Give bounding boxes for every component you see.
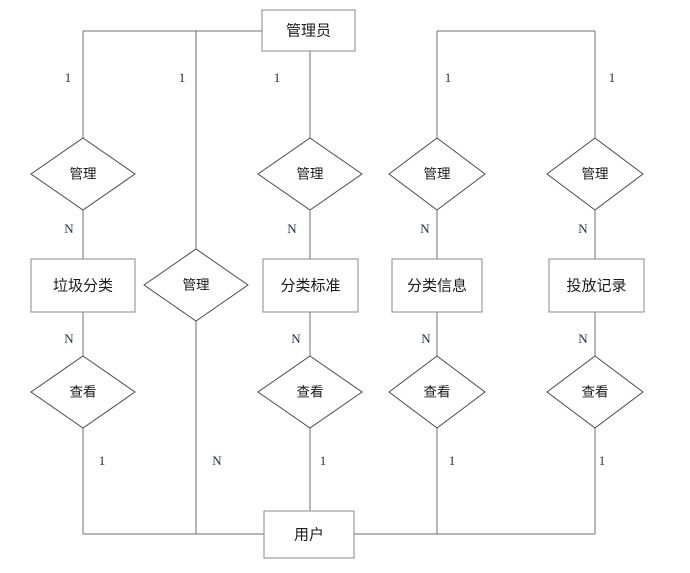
relationship-label: 查看: [424, 385, 451, 400]
relationship-diamond[interactable]: [30, 355, 136, 429]
cardinality-label: 1: [599, 453, 606, 468]
cardinality-label: N: [212, 453, 222, 468]
cardinality-label: 1: [445, 70, 452, 85]
cardinality-label: 1: [320, 453, 327, 468]
edges-layer: [82, 30, 596, 535]
entity-box[interactable]: [262, 258, 359, 313]
relationship-label: 查看: [582, 385, 609, 400]
cardinality-label: 1: [99, 453, 106, 468]
relationships-layer: 管理管理管理管理管理查看查看查看查看: [30, 137, 644, 429]
relationship-diamond[interactable]: [143, 248, 249, 322]
entity-sort_info[interactable]: 分类信息: [391, 258, 483, 313]
relationship-label: 管理: [582, 167, 610, 182]
relationship-label: 查看: [70, 385, 97, 400]
entity-box[interactable]: [30, 258, 136, 313]
entity-user[interactable]: 用户: [263, 510, 355, 559]
cardinality-label: 1: [274, 70, 281, 85]
relationship-label: 管理: [297, 167, 324, 182]
cardinality-label: 1: [609, 70, 616, 85]
entity-label: 投放记录: [566, 277, 626, 294]
relationship-view-5[interactable]: 查看: [546, 355, 644, 429]
relationship-diamond[interactable]: [388, 355, 486, 429]
relationship-diamond[interactable]: [546, 355, 644, 429]
entity-box[interactable]: [261, 9, 356, 52]
relationship-manage-2[interactable]: 管理: [143, 248, 249, 322]
relationship-diamond[interactable]: [546, 137, 644, 211]
entity-box[interactable]: [391, 258, 483, 313]
relationship-view-3[interactable]: 查看: [257, 355, 363, 429]
relationship-label: 管理: [424, 167, 451, 182]
relationship-view-4[interactable]: 查看: [388, 355, 486, 429]
cardinality-label: N: [287, 221, 297, 236]
relationship-manage-1[interactable]: 管理: [30, 137, 136, 211]
entity-box[interactable]: [548, 258, 645, 313]
entity-label: 用户: [294, 526, 324, 543]
cardinality-label: N: [578, 221, 588, 236]
relationship-view-1[interactable]: 查看: [30, 355, 136, 429]
relationship-manage-3[interactable]: 管理: [257, 137, 363, 211]
relationship-manage-5[interactable]: 管理: [546, 137, 644, 211]
entity-label: 垃圾分类: [53, 277, 113, 294]
relationship-label: 查看: [297, 385, 324, 400]
entity-box[interactable]: [263, 510, 355, 559]
relationship-diamond[interactable]: [257, 355, 363, 429]
entity-garbage_sort[interactable]: 垃圾分类: [30, 258, 136, 313]
entity-label: 分类信息: [407, 277, 467, 294]
cardinality-label: N: [64, 221, 74, 236]
cardinality-label: 1: [449, 453, 456, 468]
cardinality-label: N: [64, 331, 74, 346]
entity-label: 管理员: [286, 22, 331, 39]
cardinality-label: 1: [65, 70, 72, 85]
cardinality-label: N: [291, 331, 301, 346]
relationship-diamond[interactable]: [30, 137, 136, 211]
cardinality-label: 1: [179, 70, 186, 85]
relationship-diamond[interactable]: [257, 137, 363, 211]
cardinality-label: N: [420, 221, 430, 236]
relationship-label: 管理: [183, 278, 210, 293]
relationship-diamond[interactable]: [388, 137, 486, 211]
cardinality-label: N: [578, 331, 588, 346]
cardinality-label: N: [421, 331, 431, 346]
entity-drop_record[interactable]: 投放记录: [548, 258, 645, 313]
entity-label: 分类标准: [280, 277, 340, 294]
relationship-manage-4[interactable]: 管理: [388, 137, 486, 211]
relationship-label: 管理: [70, 167, 97, 182]
entity-admin[interactable]: 管理员: [261, 9, 356, 52]
entity-sort_standard[interactable]: 分类标准: [262, 258, 359, 313]
